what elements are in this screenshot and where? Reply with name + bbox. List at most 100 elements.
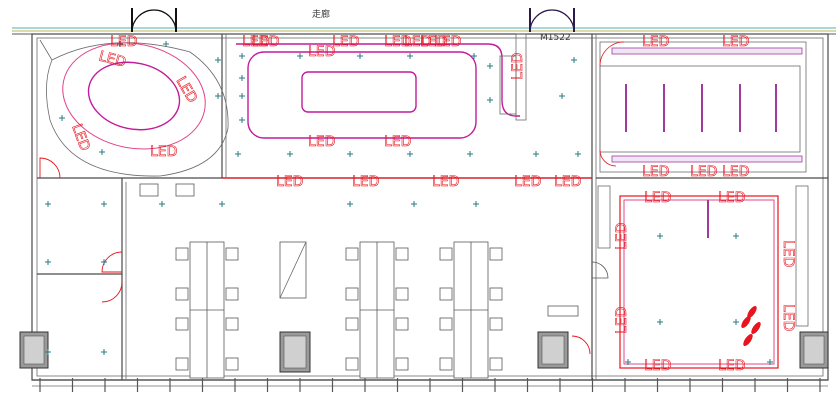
- light-fixture: [471, 53, 477, 59]
- right-top-room: [599, 41, 807, 173]
- light-fixture: [733, 319, 739, 325]
- chair: [489, 247, 503, 261]
- light-fixture: [159, 201, 165, 207]
- led-label: LED: [722, 164, 749, 180]
- light-fixture: [571, 57, 577, 63]
- light-fixture: [657, 233, 663, 239]
- corridor-label: 走廊: [312, 8, 330, 20]
- interior-partitions: [37, 33, 828, 380]
- chair: [439, 317, 453, 331]
- workstations: [175, 241, 503, 379]
- chair: [395, 247, 409, 261]
- chair: [345, 247, 359, 261]
- led-label: LED: [644, 358, 671, 374]
- light-fixture: [235, 151, 241, 157]
- chair: [489, 287, 503, 301]
- chair: [175, 317, 189, 331]
- led-label: LED: [722, 34, 749, 50]
- partition-equipment: [139, 183, 579, 317]
- led-label: LED: [150, 144, 177, 160]
- right-bottom-room: [597, 185, 809, 369]
- chair: [225, 317, 239, 331]
- light-fixture: [487, 63, 493, 69]
- led-label: LED: [352, 174, 379, 190]
- light-fixture: [163, 41, 169, 47]
- light-fixture: [559, 93, 565, 99]
- led-label: LED: [242, 34, 269, 50]
- structural-columns: [19, 331, 829, 373]
- chair: [225, 247, 239, 261]
- entrance-door-left: [131, 8, 177, 33]
- light-fixture: [239, 75, 245, 81]
- led-label: LED: [384, 134, 411, 150]
- light-fixture: [101, 349, 107, 355]
- chair: [345, 317, 359, 331]
- light-fixture: [239, 93, 245, 99]
- led-label: LED: [614, 307, 630, 334]
- led-label: LED: [404, 34, 431, 50]
- light-fixture: [347, 201, 353, 207]
- led-label: LED: [432, 174, 459, 190]
- led-label: LED: [514, 174, 541, 190]
- led-label: LED: [690, 164, 717, 180]
- door-code-label: M1522: [540, 33, 571, 43]
- light-fixture: [533, 151, 539, 157]
- led-label: LED: [420, 34, 447, 50]
- chair: [225, 287, 239, 301]
- led-label: LED: [97, 48, 128, 71]
- led-label: LED: [718, 358, 745, 374]
- central-display-room: [236, 43, 520, 139]
- chair: [439, 247, 453, 261]
- light-fixture: [287, 151, 293, 157]
- chair: [175, 357, 189, 371]
- chair: [439, 287, 453, 301]
- light-fixture: [215, 57, 221, 63]
- light-fixture: [411, 201, 417, 207]
- chair: [345, 357, 359, 371]
- led-label: LED: [68, 122, 92, 153]
- light-fixture: [467, 151, 473, 157]
- light-fixture: [45, 349, 51, 355]
- led-label: LED: [780, 240, 796, 267]
- chair: [225, 357, 239, 371]
- led-label: LED: [642, 34, 669, 50]
- led-label: LED: [308, 44, 335, 60]
- led-label: LED: [252, 34, 279, 50]
- chair: [439, 357, 453, 371]
- light-fixture: [575, 151, 581, 157]
- light-fixture: [45, 201, 51, 207]
- light-fixture: [101, 201, 107, 207]
- light-fixture: [59, 115, 65, 121]
- light-fixtures: [45, 41, 773, 365]
- led-label: LED: [718, 190, 745, 206]
- led-label: LED: [510, 53, 526, 80]
- light-fixture: [101, 259, 107, 265]
- entrance-door-right: [529, 8, 575, 33]
- light-fixture: [347, 151, 353, 157]
- light-fixture: [357, 53, 363, 59]
- light-fixture: [657, 319, 663, 325]
- led-label: LED: [554, 174, 581, 190]
- chair: [395, 317, 409, 331]
- light-fixture: [215, 93, 221, 99]
- light-fixture: [407, 151, 413, 157]
- chair: [395, 287, 409, 301]
- decor-leaves: [741, 306, 761, 346]
- led-label: LED: [110, 34, 137, 50]
- led-label: LED: [332, 34, 359, 50]
- light-fixture: [733, 233, 739, 239]
- light-fixture: [625, 359, 631, 365]
- led-label: LED: [642, 164, 669, 180]
- light-fixture: [117, 41, 123, 47]
- led-label: LED: [276, 174, 303, 190]
- chair: [489, 357, 503, 371]
- light-fixture: [239, 53, 245, 59]
- led-label: LED: [614, 223, 630, 250]
- led-label: LED: [434, 34, 461, 50]
- led-label: LED: [308, 134, 335, 150]
- chair: [395, 357, 409, 371]
- light-fixture: [219, 201, 225, 207]
- oval-room: [39, 39, 229, 177]
